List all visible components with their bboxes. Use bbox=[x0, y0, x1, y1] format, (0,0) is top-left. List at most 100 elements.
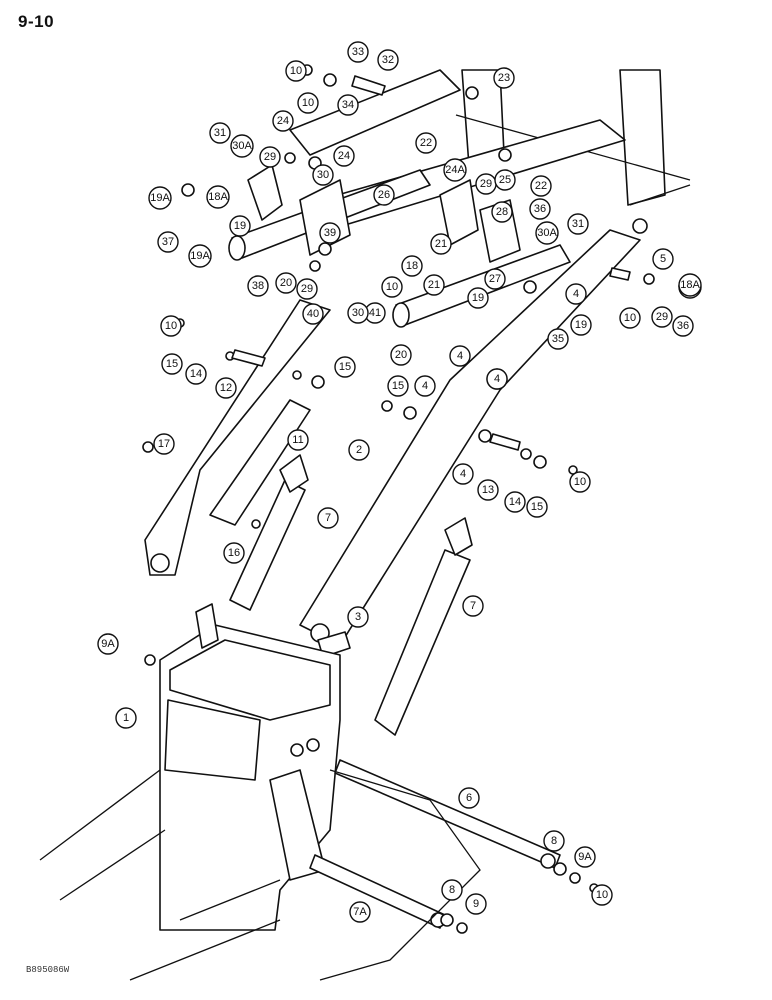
callout-label: 12 bbox=[220, 382, 232, 394]
callout-label: 7 bbox=[325, 512, 331, 524]
callout-label: 25 bbox=[499, 174, 511, 186]
callout-circle bbox=[115, 707, 137, 729]
callout-circle bbox=[441, 879, 463, 901]
callout-10: 10 bbox=[591, 884, 613, 906]
callout-36: 36 bbox=[529, 198, 551, 220]
callout-18: 18 bbox=[401, 255, 423, 277]
callout-circle bbox=[504, 491, 526, 513]
callout-circle bbox=[317, 507, 339, 529]
callout-label: 26 bbox=[378, 189, 390, 201]
callout-circle bbox=[449, 345, 471, 367]
callout-circle bbox=[494, 169, 516, 191]
callout-33: 33 bbox=[347, 41, 369, 63]
callout-22: 22 bbox=[530, 175, 552, 197]
callout-label: 29 bbox=[264, 151, 276, 163]
callout-label: 39 bbox=[324, 227, 336, 239]
parts-artwork bbox=[39, 64, 691, 981]
callout-circle bbox=[333, 145, 355, 167]
callout-circle bbox=[185, 363, 207, 385]
callout-circle bbox=[296, 278, 318, 300]
callout-4: 4 bbox=[565, 283, 587, 305]
callout-10: 10 bbox=[381, 276, 403, 298]
callout-label: 40 bbox=[307, 308, 319, 320]
callout-30: 30 bbox=[347, 302, 369, 324]
callout-label: 10 bbox=[290, 65, 302, 77]
callout-9: 9 bbox=[465, 893, 487, 915]
callout-label: 24 bbox=[277, 115, 289, 127]
callout-circle bbox=[148, 186, 172, 210]
callout-label: 21 bbox=[435, 238, 447, 250]
callout-circle bbox=[347, 606, 369, 628]
callout-40: 40 bbox=[302, 303, 324, 325]
callout-circle bbox=[377, 49, 399, 71]
callout-29: 29 bbox=[651, 306, 673, 328]
callout-label: 18A bbox=[680, 279, 700, 291]
callout-25: 25 bbox=[494, 169, 516, 191]
callout-circle bbox=[569, 471, 591, 493]
callout-29: 29 bbox=[296, 278, 318, 300]
callout-9A: 9A bbox=[97, 633, 119, 655]
callout-label: 20 bbox=[395, 349, 407, 361]
callout-circle bbox=[672, 315, 694, 337]
callout-circle bbox=[458, 787, 480, 809]
callout-30A: 30A bbox=[535, 221, 559, 245]
callout-circle bbox=[678, 273, 702, 297]
callout-circle bbox=[97, 633, 119, 655]
callout-19: 19 bbox=[467, 287, 489, 309]
callout-label: 19A bbox=[150, 192, 170, 204]
callout-label: 8 bbox=[449, 884, 455, 896]
callout-label: 10 bbox=[165, 320, 177, 332]
callout-label: 27 bbox=[489, 273, 501, 285]
callout-label: 10 bbox=[574, 476, 586, 488]
callout-label: 34 bbox=[342, 99, 354, 111]
callout-7: 7 bbox=[462, 595, 484, 617]
callout-circle bbox=[188, 244, 212, 268]
callout-circle bbox=[530, 175, 552, 197]
callout-circle bbox=[387, 375, 409, 397]
callout-circle bbox=[319, 222, 341, 244]
callout-circle bbox=[373, 184, 395, 206]
callout-label: 2 bbox=[356, 444, 362, 456]
callout-circle bbox=[651, 306, 673, 328]
callout-circle bbox=[430, 233, 452, 255]
callout-20: 20 bbox=[275, 272, 297, 294]
callout-circle bbox=[349, 901, 371, 923]
callout-label: 8 bbox=[551, 835, 557, 847]
callout-circle bbox=[493, 67, 515, 89]
callout-14: 14 bbox=[185, 363, 207, 385]
callout-circle bbox=[285, 60, 307, 82]
callout-label: 30 bbox=[317, 169, 329, 181]
callout-7: 7 bbox=[317, 507, 339, 529]
callout-10: 10 bbox=[160, 315, 182, 337]
callout-15: 15 bbox=[387, 375, 409, 397]
callout-1: 1 bbox=[115, 707, 137, 729]
callout-10: 10 bbox=[297, 92, 319, 114]
callout-7A: 7A bbox=[349, 901, 371, 923]
callout-label: 15 bbox=[339, 361, 351, 373]
callout-label: 29 bbox=[301, 283, 313, 295]
callout-31: 31 bbox=[209, 122, 231, 144]
callout-circle bbox=[312, 164, 334, 186]
callout-circle bbox=[570, 314, 592, 336]
callout-label: 28 bbox=[496, 206, 508, 218]
callout-circle bbox=[574, 846, 596, 868]
callout-label: 21 bbox=[428, 279, 440, 291]
callout-circle bbox=[543, 830, 565, 852]
callout-13: 13 bbox=[477, 479, 499, 501]
callout-circle bbox=[215, 377, 237, 399]
callout-28: 28 bbox=[491, 201, 513, 223]
callout-label: 19 bbox=[575, 319, 587, 331]
callout-circle bbox=[484, 268, 506, 290]
callout-circle bbox=[153, 433, 175, 455]
callout-label: 15 bbox=[531, 501, 543, 513]
callout-14: 14 bbox=[504, 491, 526, 513]
callout-label: 30A bbox=[232, 140, 252, 152]
callout-circle bbox=[414, 375, 436, 397]
callout-label: 13 bbox=[482, 484, 494, 496]
callout-circle bbox=[334, 356, 356, 378]
callout-label: 9A bbox=[101, 638, 115, 650]
callout-label: 23 bbox=[498, 72, 510, 84]
callout-39: 39 bbox=[319, 222, 341, 244]
callout-label: 36 bbox=[677, 320, 689, 332]
callout-circle bbox=[415, 132, 437, 154]
